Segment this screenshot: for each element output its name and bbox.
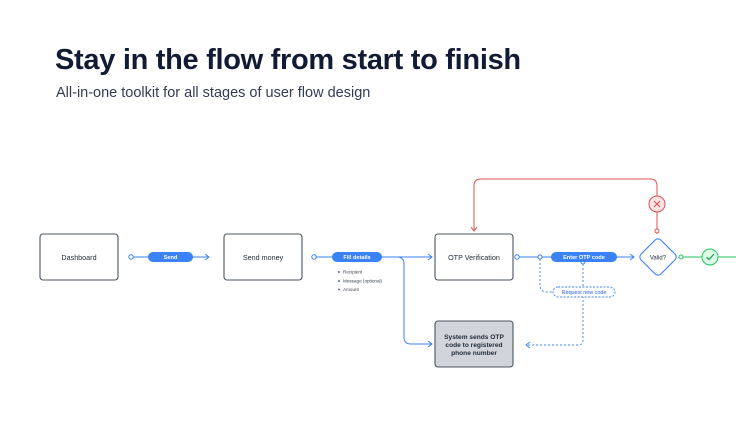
action-send-pill[interactable]: Send [148, 252, 193, 262]
check-icon[interactable] [701, 248, 719, 266]
connector-invalid-loop [470, 178, 660, 234]
action-request-new-code-label: Request new code [562, 290, 607, 296]
detail-field-message: Message (optional) [343, 279, 383, 284]
node-decision-valid[interactable]: Valid? [638, 237, 678, 277]
detail-field-recipient: Recipient [343, 270, 363, 275]
action-request-new-code[interactable]: Request new code [552, 286, 616, 298]
node-dashboard-label: Dashboard [61, 253, 96, 262]
node-system-sends-otp[interactable]: System sends OTP code to registered phon… [434, 320, 514, 368]
action-fill-details-pill[interactable]: Fill details [332, 252, 382, 262]
action-send-label: Send [164, 255, 178, 261]
detail-fields-list: Recipient Message (optional) Amount [338, 270, 383, 292]
connector-fill-details-to-system [396, 256, 433, 348]
page-title: Stay in the flow from start to finish [55, 44, 521, 76]
detail-field-amount: Amount [343, 287, 360, 292]
system-label-line-2: code to registered [445, 342, 502, 349]
node-send-money[interactable]: Send money [223, 233, 303, 281]
connector-request-new-code [525, 259, 586, 349]
node-otp-label: OTP Verification [448, 253, 500, 262]
system-label-line-1: System sends OTP [444, 334, 504, 341]
action-enter-otp-label: Enter OTP code [563, 255, 605, 261]
action-fill-details-label: Fill details [343, 255, 370, 261]
node-otp-verification[interactable]: OTP Verification [434, 233, 514, 281]
close-icon[interactable] [648, 195, 666, 213]
node-dashboard[interactable]: Dashboard [39, 233, 119, 281]
system-label-line-3: phone number [451, 350, 497, 357]
action-enter-otp-pill[interactable]: Enter OTP code [551, 252, 617, 262]
page-subtitle: All-in-one toolkit for all stages of use… [56, 85, 371, 101]
decision-label: Valid? [650, 256, 667, 262]
node-send-money-label: Send money [243, 253, 284, 262]
